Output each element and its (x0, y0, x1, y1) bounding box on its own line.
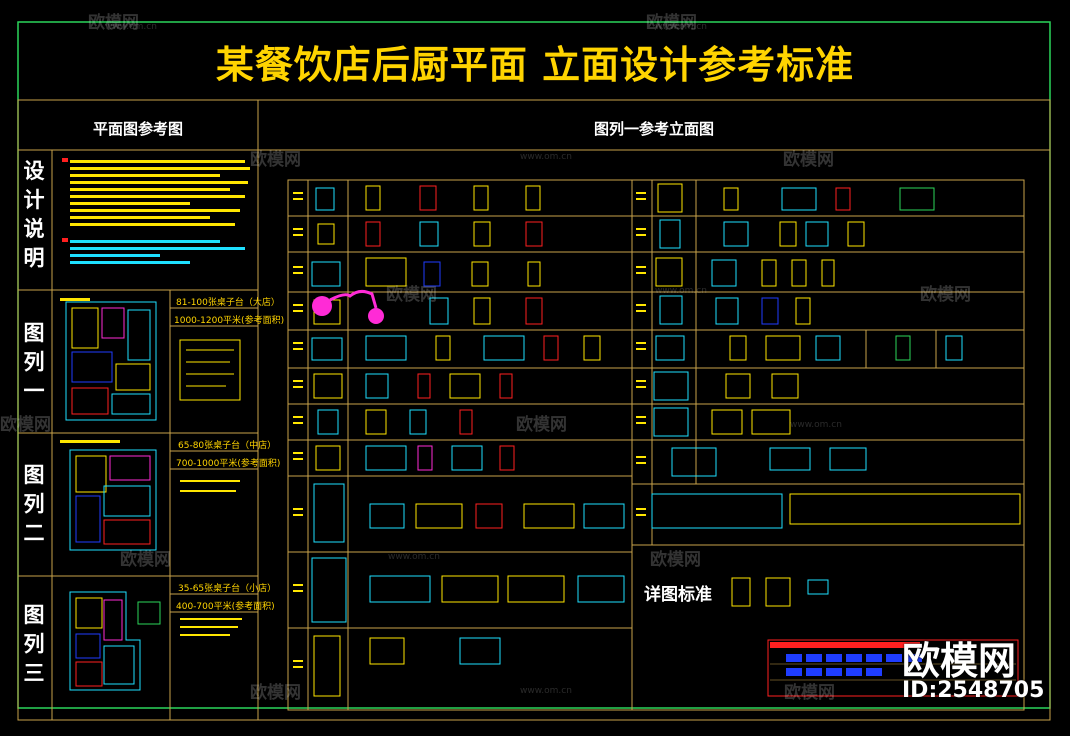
watermark-url: www.om.cn (105, 22, 157, 32)
example-1-area-spec: 1000-1200平米(参考面积) (174, 316, 285, 326)
example-3-tables-spec: 35-65张桌子台（小店） (178, 584, 277, 594)
watermark-url: www.om.cn (655, 22, 707, 32)
watermark-url: www.om.cn (790, 420, 842, 430)
legend-table (767, 639, 1019, 697)
watermark: 欧模网 (386, 285, 437, 305)
example-3-label: 图 列 三 (23, 602, 45, 685)
watermark: 欧模网 (0, 415, 51, 435)
example-3-area-spec: 400-700平米(参考面积) (176, 602, 275, 612)
design-notes-label: 设 计 说 明 (23, 158, 45, 270)
floor-plan-section-heading: 平面图参考图 (92, 120, 183, 138)
elevation-table-grid (287, 179, 1025, 711)
watermark: 欧模网 (120, 550, 171, 570)
page-title: 某餐饮店后厨平面 立面设计参考标准 (215, 42, 855, 87)
floor-plan-example-1 (60, 298, 241, 421)
highlight-marks (312, 289, 384, 324)
floor-plan-example-3 (69, 591, 242, 691)
example-2-area-spec: 700-1000平米(参考面积) (176, 459, 281, 469)
watermark: 欧模网 (250, 150, 301, 170)
elevation-thumbnails-right (651, 187, 1021, 607)
elevation-section-heading: 图列一参考立面图 (593, 120, 714, 138)
example-2-label: 图 列 二 (23, 462, 45, 545)
elevation-thumbnails-left (365, 185, 625, 665)
plan-thumbnails (311, 183, 689, 697)
watermark-url: www.om.cn (520, 152, 572, 162)
example-2-tables-spec: 65-80张桌子台（中店） (178, 441, 277, 451)
left-panel-grid (18, 150, 258, 720)
watermark-url: www.om.cn (388, 552, 440, 562)
watermark: 欧模网 (783, 150, 834, 170)
row-label-marks (293, 192, 646, 668)
watermark: 欧模网 (920, 285, 971, 305)
brand-id-text: ID:2548705 (902, 678, 1045, 703)
watermark-url: www.om.cn (655, 286, 707, 296)
detail-standard-label: 详图标准 (644, 585, 712, 605)
watermark: 欧模网 (88, 13, 139, 33)
brand-logo-text: 欧模网 (902, 639, 1017, 683)
watermark: 欧模网 (650, 550, 701, 570)
inner-border (17, 99, 1051, 721)
watermark: 欧模网 (516, 415, 567, 435)
example-1-tables-spec: 81-100张桌子台（大店） (176, 298, 280, 308)
example-1-label: 图 列 一 (23, 320, 45, 403)
watermark-url: www.om.cn (520, 686, 572, 696)
design-notes-text-lines (62, 158, 250, 264)
floor-plan-example-2 (60, 440, 240, 551)
watermark: 欧模网 (784, 683, 835, 703)
watermark: 欧模网 (250, 683, 301, 703)
watermark: 欧模网 (646, 13, 697, 33)
